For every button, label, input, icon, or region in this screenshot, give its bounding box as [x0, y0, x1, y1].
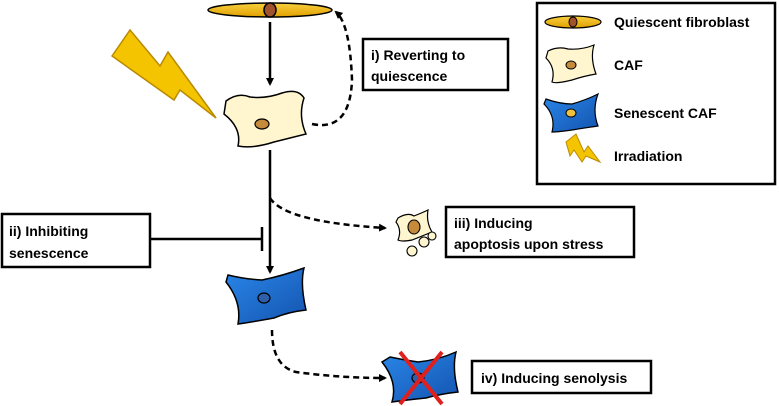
caf-cell	[223, 90, 308, 148]
inhibit-label-line1: ii) Inhibiting	[9, 223, 88, 239]
cross-out-stroke-2	[398, 350, 444, 406]
senescent-caf-cell	[225, 266, 307, 325]
legend: Quiescent fibroblast CAF Senescent CAF I…	[535, 1, 777, 186]
legend-senescent-label: Senescent CAF	[614, 105, 717, 121]
apoptosis-label-line1: iii) Inducing	[454, 215, 533, 231]
revert-box: i) Reverting to quiescence	[361, 37, 510, 92]
irradiation-icon	[565, 133, 602, 164]
senescent-caf-icon	[543, 92, 600, 133]
revert-label-line1: i) Reverting to	[371, 47, 465, 63]
quiescent-fibroblast-cell	[207, 2, 333, 18]
inhibit-label-line2: senescence	[9, 245, 89, 261]
legend-quiescent-label: Quiescent fibroblast	[614, 14, 750, 30]
inhibition-symbol	[150, 227, 264, 251]
caf-icon	[545, 43, 597, 84]
quiescent-fibroblast-icon	[544, 15, 602, 29]
apoptosis-box: iii) Inducing apoptosis upon stress	[444, 205, 636, 259]
apoptosis-arrow	[268, 197, 387, 232]
senolysis-arrow	[270, 329, 387, 382]
revert-label-line2: quiescence	[371, 68, 447, 84]
senolysis-label: iv) Inducing senolysis	[481, 370, 627, 386]
senolysed-cell	[380, 350, 459, 406]
legend-irradiation-label: Irradiation	[614, 148, 682, 164]
apoptosis-label-line2: apoptosis upon stress	[454, 236, 604, 252]
legend-caf-label: CAF	[614, 57, 643, 73]
apoptotic-caf-cell	[395, 208, 437, 257]
inhibit-box: ii) Inhibiting senescence	[0, 212, 152, 269]
irradiation-bolt-icon	[110, 28, 217, 119]
revert-arrow	[311, 10, 354, 127]
senolysis-box: iv) Inducing senolysis	[470, 359, 653, 395]
